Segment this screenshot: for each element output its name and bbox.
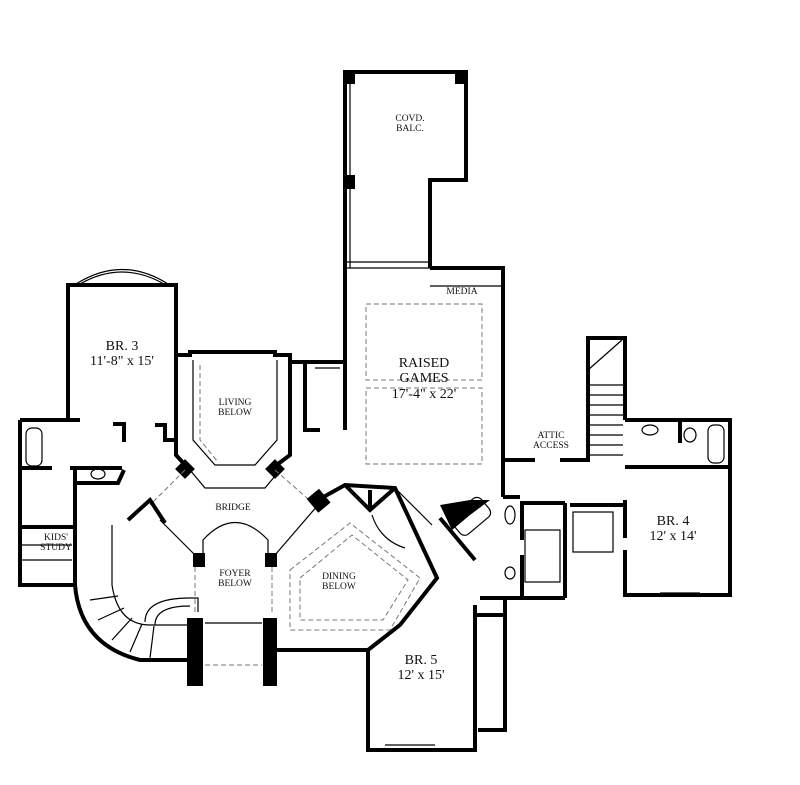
room-size: 17'-4" x 22' [391,386,457,402]
room-name-2: BELOW [218,408,252,419]
bridge-label: BRIDGE [215,503,251,513]
room-name: ATTIC [537,431,565,441]
room-name: KIDS' [44,533,68,543]
bedroom-4-walls [623,418,732,597]
room-size: 12' x 15' [397,668,445,684]
room-name-2: BALC. [396,124,424,135]
media-label: MEDIA [446,287,478,297]
attic-hall-walls [503,336,627,598]
room-name-2: BELOW [218,579,252,590]
bedroom-3-walls [20,269,178,442]
bath-and-study-walls [18,420,126,587]
kids-study-label: KIDS'STUDY [40,533,72,554]
living-bridge-walls [126,350,319,567]
foyer-entry [187,567,277,686]
room-name: BR. 5 [404,653,438,668]
room-name: COVD. [395,114,425,124]
hall-bath [438,495,565,600]
room-name: FOYER [219,569,251,579]
dining-walls [277,482,440,652]
room-name-2: ACCESS [533,441,569,452]
covered-balcony-walls [343,70,468,290]
room-name: LIVING [218,398,252,408]
room-name-2: STUDY [40,543,72,554]
room-size: 12' x 14' [649,529,697,545]
balcony-label: COVD.BALC. [395,114,424,135]
games-room-walls [290,266,505,497]
room-name-2: GAMES [399,371,449,387]
bedroom-5-walls [366,598,507,752]
room-name: BR. 4 [656,514,690,529]
room-name-2: BELOW [322,582,356,593]
room-name: DINING [322,572,356,582]
curved-staircase [73,525,200,662]
room-name: RAISED [398,356,450,371]
room-size: 11'-8" x 15' [90,354,154,370]
room-name: BR. 3 [105,339,139,354]
